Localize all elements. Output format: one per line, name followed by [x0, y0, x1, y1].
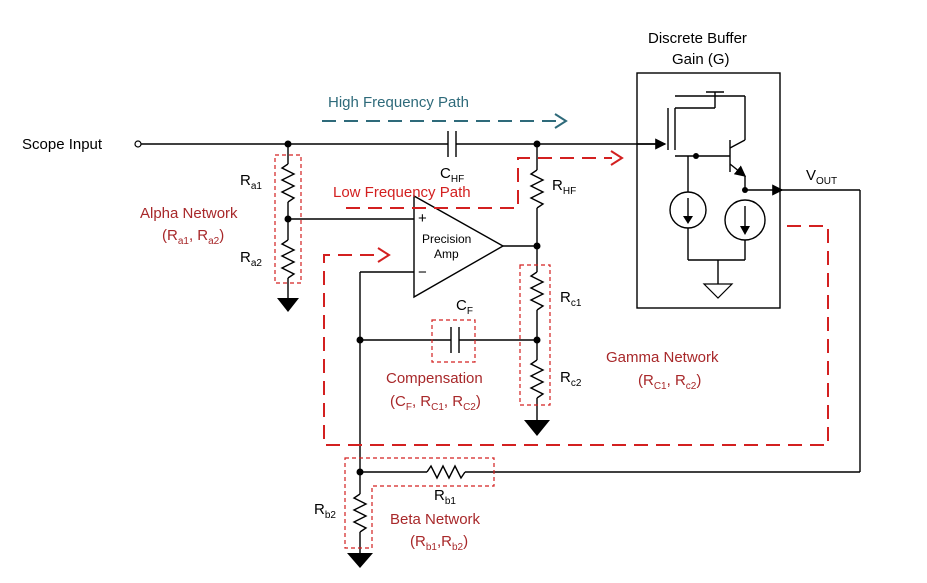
- low-frequency-path-label: Low Frequency Path: [333, 184, 471, 201]
- precision-amp: [413, 194, 505, 299]
- gamma-network-box: [519, 264, 551, 406]
- scope-input-label: Scope Input: [22, 136, 103, 153]
- rc2-resistor: [529, 359, 545, 399]
- high-frequency-path-label: High Frequency Path: [328, 94, 469, 111]
- gamma-network-detail: (RC1, Rc2): [638, 372, 701, 392]
- alpha-network-detail: (Ra1, Ra2): [162, 227, 224, 247]
- beta-network-title: Beta Network: [390, 511, 481, 528]
- beta-network-box: [344, 457, 495, 549]
- rc2-label: Rc2: [560, 369, 582, 389]
- opamp-label-2: Amp: [434, 247, 459, 261]
- chf-label: CHF: [440, 165, 464, 185]
- chf-capacitor: [447, 131, 457, 157]
- ra2-resistor: [280, 239, 296, 279]
- rhf-label: RHF: [552, 177, 576, 197]
- rhf-resistor: [529, 169, 545, 209]
- ground-alpha: [277, 298, 299, 312]
- opamp-minus: −: [418, 264, 427, 281]
- opamp-label-1: Precision: [422, 232, 471, 246]
- ra2-label: Ra2: [240, 249, 262, 269]
- alpha-network-title: Alpha Network: [140, 205, 238, 222]
- rc1-label: Rc1: [560, 289, 582, 309]
- compensation-title: Compensation: [386, 370, 483, 387]
- opamp-plus: +: [418, 210, 427, 227]
- buffer-transistors: [637, 91, 784, 196]
- buffer-title-2: Gain (G): [672, 51, 730, 68]
- vout-label: VOUT: [806, 167, 837, 187]
- cf-label: CF: [456, 297, 473, 317]
- low-frequency-path-top: [346, 157, 612, 209]
- rc1-resistor: [529, 271, 545, 311]
- low-frequency-path-feedback: [323, 225, 829, 446]
- ground-beta: [347, 553, 373, 568]
- rb1-resistor: [426, 464, 466, 480]
- input-terminal: [134, 140, 142, 148]
- beta-network-detail: (Rb1,Rb2): [410, 533, 468, 553]
- buffer-ground: [702, 283, 734, 299]
- rb2-label: Rb2: [314, 501, 336, 521]
- gamma-network-title: Gamma Network: [606, 349, 719, 366]
- rb2-resistor: [352, 493, 368, 533]
- ra1-label: Ra1: [240, 172, 262, 192]
- compensation-box: [431, 319, 476, 363]
- ground-gamma: [524, 420, 550, 436]
- compensation-detail: (CF, RC1, RC2): [390, 393, 481, 413]
- rb1-label: Rb1: [434, 487, 456, 507]
- buffer-title-1: Discrete Buffer: [648, 30, 747, 47]
- current-sources: [669, 191, 766, 299]
- ra1-resistor: [280, 163, 296, 203]
